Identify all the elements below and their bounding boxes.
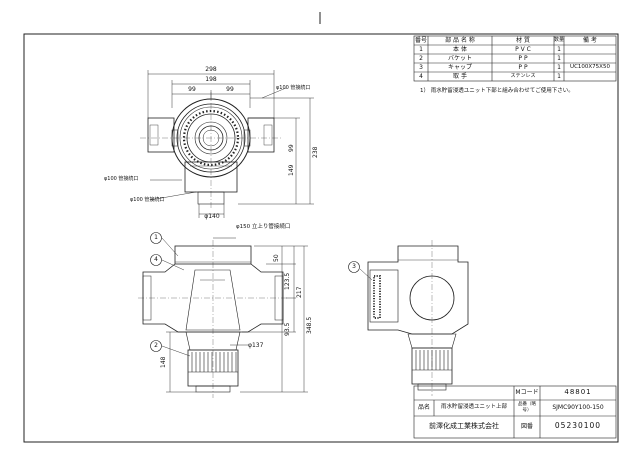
parts-row-4-qty: 1 xyxy=(557,73,561,80)
dim-front-123-5: 123.5 xyxy=(284,272,291,290)
title-block-grid xyxy=(413,385,617,439)
parts-header-qty: 数量 xyxy=(554,37,565,43)
parts-row-3-note: UC100X75X50 xyxy=(570,64,610,70)
parts-row-4-no: 4 xyxy=(419,73,423,80)
dim-right-149: 149 xyxy=(288,164,295,176)
dim-top-overall: 298 xyxy=(205,66,217,73)
parts-row-2-qty: 1 xyxy=(557,55,561,62)
dim-front-148: 148 xyxy=(160,356,167,368)
callout-1-circle xyxy=(150,232,162,244)
parts-row-2-material: P P xyxy=(518,55,528,62)
title-name-label: 品名 xyxy=(417,404,430,411)
dim-front-phi-top: φ150 立上り管接続口 xyxy=(236,224,291,230)
parts-row-4-material: ステンレス xyxy=(510,73,536,79)
parts-header-material: 材 質 xyxy=(516,37,530,44)
parts-row-1-no: 1 xyxy=(419,46,423,53)
parts-row-2-no: 2 xyxy=(419,55,423,62)
dim-phi-left-2: φ100 管接続口 xyxy=(130,197,165,203)
callout-2: 2 xyxy=(154,342,158,349)
top-view-dimensions xyxy=(147,70,314,218)
title-mcode-label: Mコード xyxy=(515,389,539,396)
dim-front-phi-137: φ137 xyxy=(248,342,264,349)
dim-top-left-half: 99 xyxy=(188,86,196,93)
callout-4-circle xyxy=(150,254,162,266)
parts-row-1-material: P V C xyxy=(515,46,531,53)
front-view xyxy=(138,240,288,398)
parts-header-name: 部 品 名 称 xyxy=(445,37,475,44)
dim-top-inner: 198 xyxy=(205,76,217,83)
title-drawing-label: 図番 xyxy=(520,423,533,430)
callout-4: 4 xyxy=(154,256,158,263)
dim-front-50: 50 xyxy=(273,254,280,262)
dim-phi-bottom: φ140 xyxy=(204,213,220,220)
callout-3: 3 xyxy=(352,263,356,270)
drawing-border xyxy=(23,33,619,443)
parts-row-2-name: バケット xyxy=(447,55,472,62)
title-drawing-value: 05230100 xyxy=(554,421,602,430)
dim-front-217: 217 xyxy=(296,286,303,298)
side-view xyxy=(359,240,469,396)
callout-1: 1 xyxy=(154,234,158,241)
parts-row-3-material: P P xyxy=(518,64,528,71)
callout-3-circle xyxy=(348,261,360,273)
title-name-value: 雨水貯留浸透ユニット上部 xyxy=(440,404,507,410)
dim-phi-top-right: φ100 管接続口 xyxy=(276,85,311,91)
parts-row-4-name: 取 手 xyxy=(453,73,467,80)
dim-phi-left-1: φ100 管接続口 xyxy=(104,176,139,182)
title-model-label: 品番（略号） xyxy=(518,402,536,413)
title-company: 前澤化成工業株式会社 xyxy=(429,422,499,430)
parts-table-grid xyxy=(413,35,617,82)
dim-right-238: 238 xyxy=(312,146,319,158)
dim-right-99: 99 xyxy=(288,144,295,152)
dim-front-93-5: 93.5 xyxy=(284,322,291,336)
parts-row-3-name: キャップ xyxy=(447,64,472,71)
parts-header-no: 番号 xyxy=(414,37,427,44)
parts-row-1-name: 本 体 xyxy=(453,46,467,53)
parts-row-3-qty: 1 xyxy=(557,64,561,71)
parts-row-1-qty: 1 xyxy=(557,46,561,53)
front-view-dimensions xyxy=(161,237,308,393)
callout-2-circle xyxy=(150,340,162,352)
parts-header-note: 備 考 xyxy=(583,37,597,44)
title-mcode-value: 48801 xyxy=(564,388,592,396)
dim-front-348-5: 348.5 xyxy=(306,316,313,334)
title-model-value: SJMC90Y100-150 xyxy=(552,404,604,411)
parts-row-3-no: 3 xyxy=(419,64,423,71)
dim-top-right-half: 99 xyxy=(226,86,234,93)
top-view xyxy=(140,92,282,210)
usage-note: 1） 雨水貯留浸透ユニット下部と組み合わせてご使用下さい。 xyxy=(420,88,574,94)
